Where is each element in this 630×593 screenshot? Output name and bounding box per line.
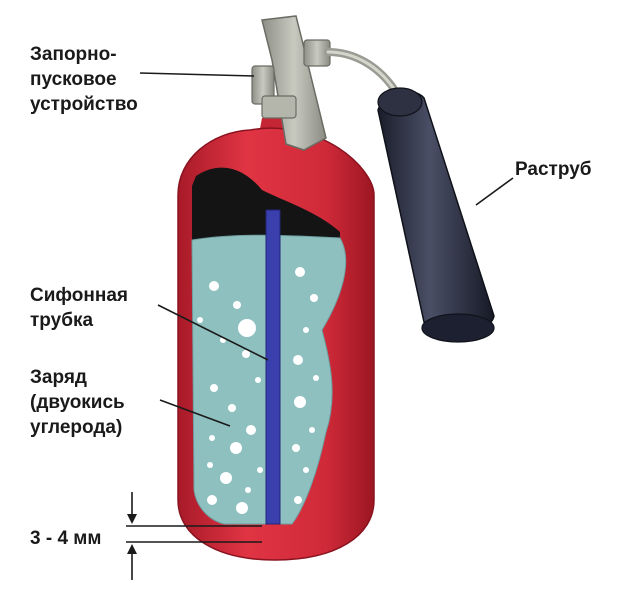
bubbles	[197, 267, 319, 514]
label-valve-line3: устройство	[30, 94, 138, 115]
nozzle-top-cap	[377, 87, 423, 117]
label-siphon-tube: Сифонная трубка	[30, 283, 128, 333]
label-valve-line1: Запорно-	[30, 44, 117, 65]
label-nozzle: Раструб	[515, 159, 592, 180]
hose	[324, 48, 400, 96]
label-siphon-line2: трубка	[30, 310, 94, 331]
label-siphon-line1: Сифонная	[30, 285, 128, 306]
label-charge-line2: (двуокись	[30, 392, 125, 413]
label-charge: Заряд (двуокись углерода)	[30, 365, 125, 440]
valve-assembly	[251, 15, 331, 151]
label-charge-line1: Заряд	[30, 367, 87, 388]
gas-phase	[192, 167, 340, 250]
label-gap-dimension: 3 - 4 мм	[30, 528, 102, 549]
nozzle-cone	[377, 91, 495, 336]
label-valve: Запорно- пусковое устройство	[30, 42, 138, 117]
nozzle-rim	[421, 313, 495, 343]
label-charge-line3: углерода)	[30, 417, 123, 438]
label-valve-line2: пусковое	[30, 69, 117, 90]
leader-lines	[126, 72, 514, 543]
gap-dimension-arrows	[127, 492, 137, 580]
siphon-tube	[265, 209, 281, 525]
